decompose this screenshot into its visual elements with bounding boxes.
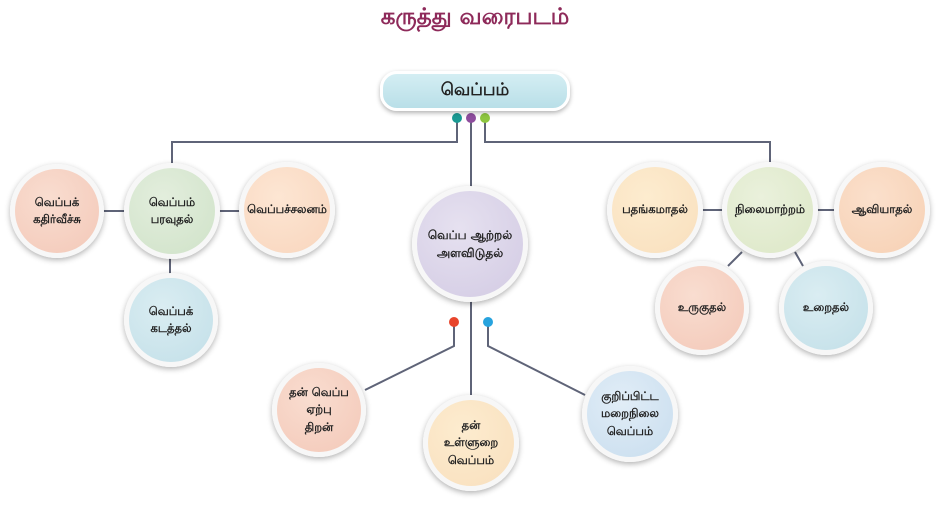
node-sublimation: பதங்கமாதல் [607,162,703,258]
node-heat-measurement: வெப்ப ஆற்றல் அளவிடுதல் [412,186,528,302]
line-change-melting [727,251,743,267]
green-connector-dot [480,113,490,123]
line-measure-latent [487,322,586,396]
node-specific-heat: தன் உள்ளுறை வெப்பம் [423,395,519,491]
node-convection: வெப்பச்சலனம் [239,162,335,258]
node-melting: உருகுதல் [655,261,749,355]
node-evaporation: ஆவியாதல் [834,162,930,258]
blue-connector-dot [483,317,493,327]
node-conduction: வெப்பக் கடத்தல் [124,273,218,367]
node-heat-capacity: தன் வெப்ப ஏற்பு திறன் [272,363,366,457]
line-measure-capacity [364,322,455,391]
line-root-transfer [171,118,458,165]
teal-connector-dot [452,113,462,123]
node-heat-transfer: வெப்பம் பரவுதல் [124,163,220,259]
line-change-freezing [794,251,804,267]
node-freezing: உறைதல் [779,261,873,355]
node-latent-heat: குறிப்பிட்ட மறைநிலை வெப்பம் [582,366,678,462]
purple-connector-dot [466,113,476,123]
red-connector-dot [449,317,459,327]
node-radiation: வெப்பக் கதிர்வீச்சு [10,164,104,258]
root-node-heat: வெப்பம் [380,71,570,111]
line-root-change [484,118,771,165]
diagram-title: கருத்து வரைபடம் [380,4,570,30]
node-change-of-state: நிலைமாற்றம் [722,162,818,258]
